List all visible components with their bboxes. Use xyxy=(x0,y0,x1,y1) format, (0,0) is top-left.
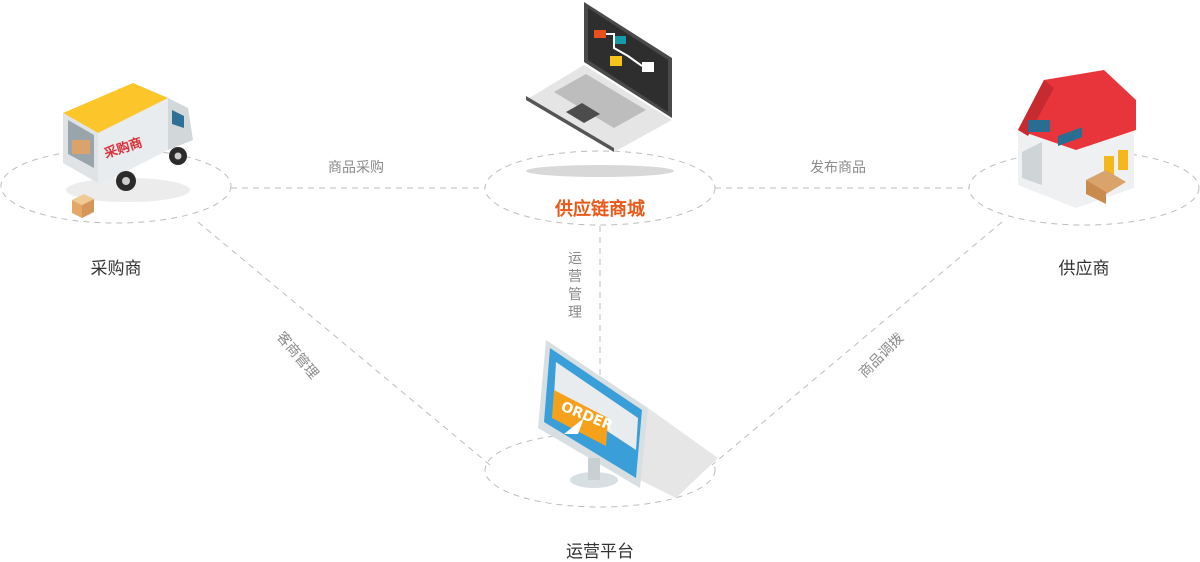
delivery-truck-icon: 采购商 xyxy=(63,83,193,218)
warehouse-icon xyxy=(1018,70,1136,208)
edge-label-purchase: 商品采购 xyxy=(328,160,384,176)
supplier-platform-line xyxy=(711,221,1003,466)
buyer-platform-line xyxy=(197,221,491,466)
order-monitor-icon: ORDER xyxy=(538,340,718,498)
edge-label-publish: 发布商品 xyxy=(810,160,866,176)
mall-shadow xyxy=(526,165,674,177)
buyer-label: 采购商 xyxy=(90,259,142,279)
platform-label: 运营平台 xyxy=(566,542,634,562)
supplier-label: 供应商 xyxy=(1058,259,1110,279)
edge-label-operations: 运营管理 xyxy=(568,251,582,321)
buyer-ring xyxy=(0,148,232,224)
mall-label: 供应链商城 xyxy=(555,199,645,220)
platform-ring xyxy=(484,432,716,508)
laptop-icon xyxy=(526,2,672,152)
